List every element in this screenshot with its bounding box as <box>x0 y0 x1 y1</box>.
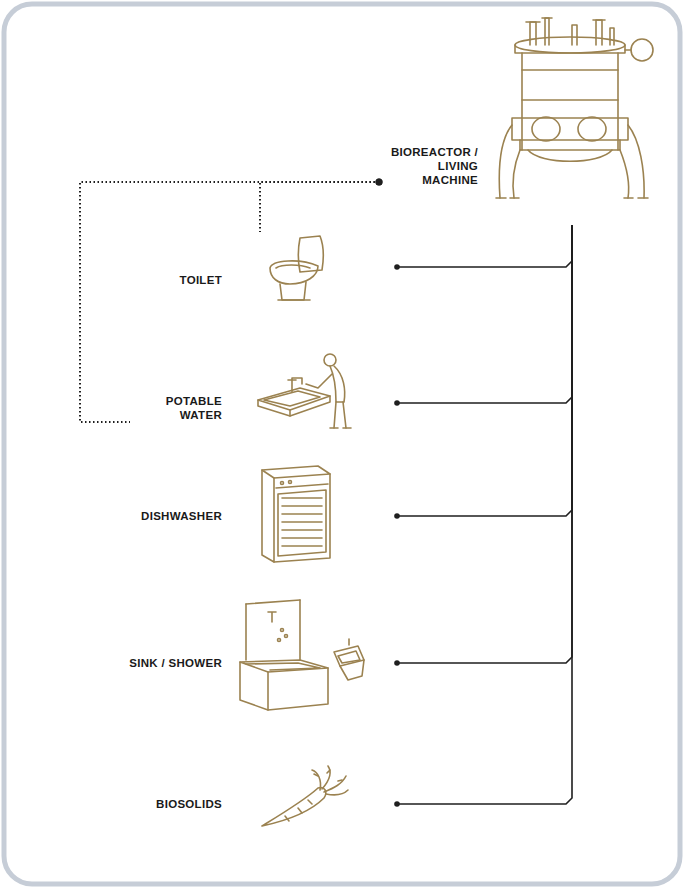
edge-dot <box>376 179 383 186</box>
bioreactor-node: BIOREACTOR / LIVING MACHINE <box>379 16 675 225</box>
biosolids-node: BIOSOLIDS <box>135 768 397 834</box>
sink-shower-node: SINK / SHOWER <box>100 598 397 713</box>
bioreactor-illustration <box>496 18 653 198</box>
edge-dot <box>394 264 400 270</box>
edge-dot <box>394 400 400 406</box>
potable-water-node: POTABLE WATER <box>130 345 397 430</box>
fixture-label: BIOSOLIDS <box>156 797 222 811</box>
flow-line <box>397 225 572 403</box>
flow-line <box>397 225 572 804</box>
dishwasher-node: DISHWASHER <box>135 458 397 564</box>
biosolids-illustration <box>262 766 348 826</box>
reuse-dotted-line <box>260 182 379 232</box>
dishwasher-illustration <box>262 466 330 562</box>
edge-dot <box>394 660 400 666</box>
potable-water-illustration <box>258 354 351 428</box>
edge-dot <box>394 513 400 519</box>
toilet-node: TOILET <box>135 232 397 312</box>
fixture-label: TOILET <box>180 273 222 287</box>
fixture-label: SINK / SHOWER <box>129 656 222 670</box>
flow-line <box>397 225 572 267</box>
fixture-label: POTABLE WATER <box>160 394 222 422</box>
toilet-illustration <box>270 236 323 300</box>
reuse-dotted-line <box>80 182 379 422</box>
flow-line <box>397 225 572 663</box>
fixture-label: DISHWASHER <box>141 509 222 523</box>
frame <box>4 4 680 884</box>
edge-dot <box>376 179 383 186</box>
edge-dot <box>394 801 400 807</box>
sink-shower-illustration <box>240 600 364 710</box>
fixture-label: BIOREACTOR / LIVING MACHINE <box>379 145 478 187</box>
flow-line <box>397 225 572 516</box>
